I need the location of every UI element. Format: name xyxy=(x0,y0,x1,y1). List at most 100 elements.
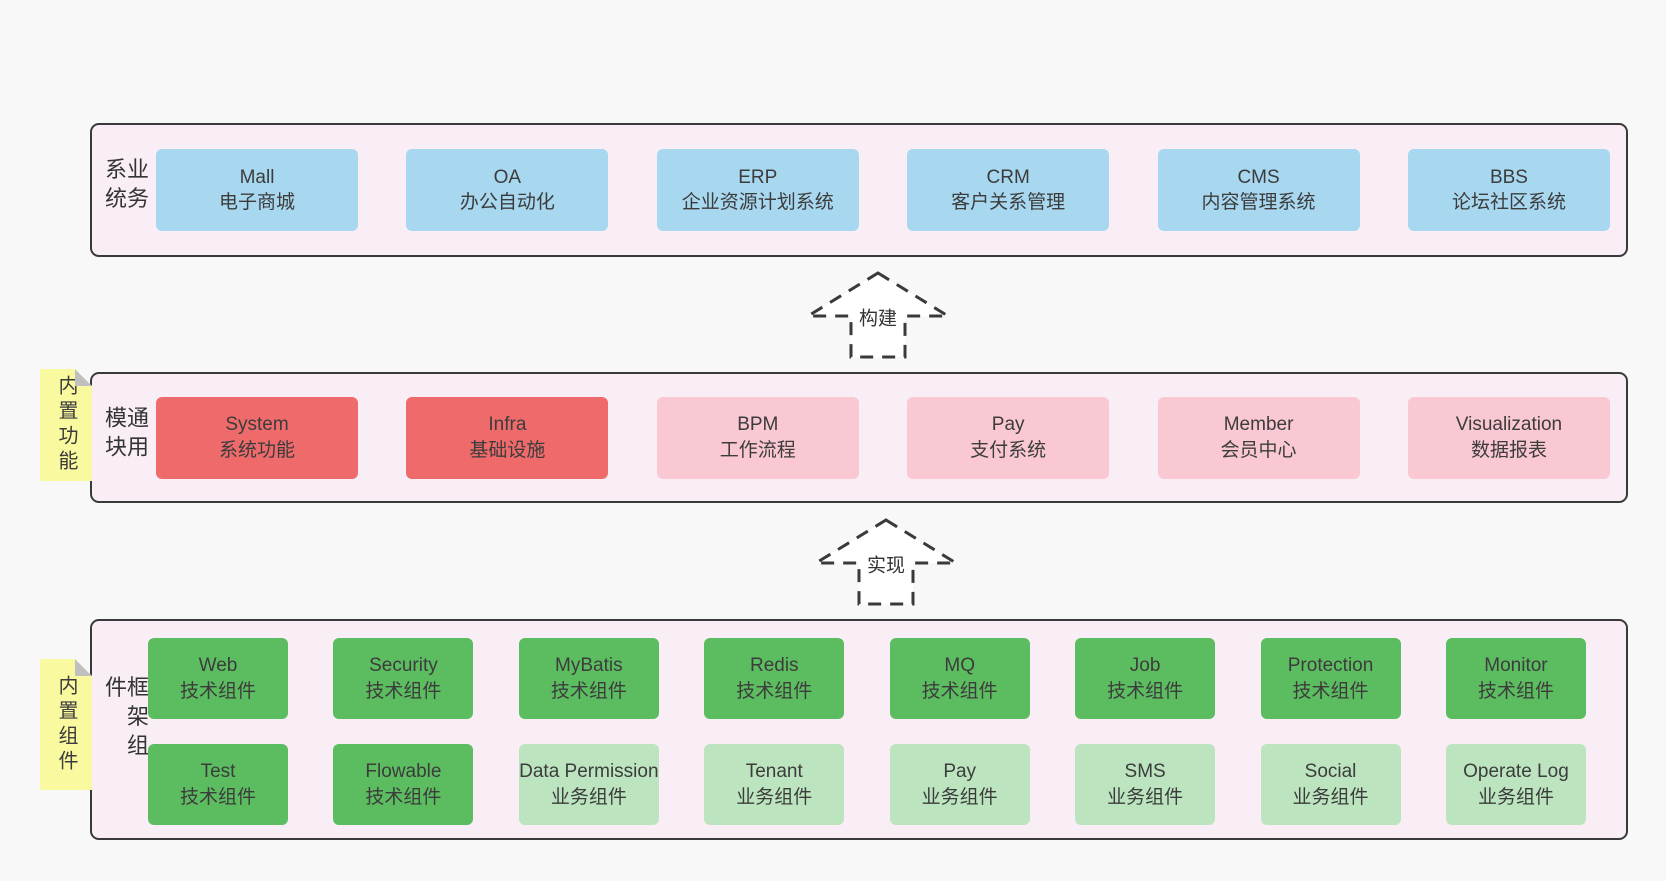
box-bpm: BPM 工作流程 xyxy=(656,396,859,479)
box-protection: Protection 技术组件 xyxy=(1260,638,1401,719)
box-desc: 技术组件 xyxy=(1107,680,1184,702)
box-mall: Mall 电子商城 xyxy=(156,149,358,231)
box-sms: SMS 业务组件 xyxy=(1075,744,1216,825)
box-pay-module: Pay 支付系统 xyxy=(907,396,1110,479)
implement-arrow-icon: 实现 xyxy=(814,518,958,606)
box-name: MyBatis xyxy=(555,655,623,677)
box-name: Redis xyxy=(749,655,799,677)
box-desc: 数据报表 xyxy=(1470,439,1547,461)
box-desc: 办公自动化 xyxy=(459,192,555,213)
box-desc: 工作流程 xyxy=(719,439,796,461)
box-desc: 业务组件 xyxy=(1292,786,1369,808)
box-desc: 内容管理系统 xyxy=(1201,192,1316,213)
box-name: ERP xyxy=(738,166,778,188)
band-label-common-modules: 通用模块 xyxy=(102,405,149,464)
box-desc: 业务组件 xyxy=(736,786,813,808)
business-systems-row: Mall 电子商城 OA 办公自动化 ERP 企业资源计划系统 CRM 客户关系… xyxy=(156,149,1610,231)
box-desc: 技术组件 xyxy=(550,680,627,702)
box-desc: 会员中心 xyxy=(1220,439,1297,461)
box-desc: 论坛社区系统 xyxy=(1451,192,1566,213)
band-business-systems: 业务系统 Mall 电子商城 OA 办公自动化 ERP 企业资源计划系统 CRM… xyxy=(90,123,1628,257)
box-data-permission: Data Permission 业务组件 xyxy=(518,744,659,825)
box-name: Test xyxy=(200,761,236,783)
box-infra: Infra 基础设施 xyxy=(406,396,609,479)
box-name: Job xyxy=(1129,655,1161,677)
box-name: Monitor xyxy=(1484,655,1548,677)
box-desc: 技术组件 xyxy=(736,680,813,702)
box-name: BBS xyxy=(1489,166,1528,188)
band-framework-components: 内置组件 框架组件 Web 技术组件 Security 技术组件 MyBatis… xyxy=(90,619,1628,840)
box-pay-component: Pay 业务组件 xyxy=(889,744,1030,825)
band-common-modules: 内置功能 通用模块 System 系统功能 Infra 基础设施 BPM 工作流… xyxy=(90,372,1628,503)
box-desc: 基础设施 xyxy=(469,439,546,461)
box-name: Member xyxy=(1223,414,1294,436)
box-desc: 技术组件 xyxy=(365,680,442,702)
box-mybatis: MyBatis 技术组件 xyxy=(518,638,659,719)
box-name: Operate Log xyxy=(1463,761,1569,783)
box-member: Member 会员中心 xyxy=(1157,396,1360,479)
box-oa: OA 办公自动化 xyxy=(406,149,609,231)
box-system: System 系统功能 xyxy=(156,396,358,479)
box-crm: CRM 客户关系管理 xyxy=(907,149,1110,231)
sticky-fold-corner-icon xyxy=(75,659,92,676)
box-desc: 技术组件 xyxy=(1477,680,1554,702)
box-name: OA xyxy=(493,166,522,188)
sticky-label: 内置功能 xyxy=(55,375,77,475)
box-name: Pay xyxy=(991,414,1025,436)
box-mq: MQ 技术组件 xyxy=(889,638,1030,719)
box-social: Social 业务组件 xyxy=(1260,744,1401,825)
band-label-business-systems: 业务系统 xyxy=(102,157,149,216)
box-desc: 业务组件 xyxy=(550,786,627,808)
sticky-label: 内置组件 xyxy=(55,674,77,775)
box-tenant: Tenant 业务组件 xyxy=(704,744,845,825)
box-test: Test 技术组件 xyxy=(148,744,288,825)
box-name: Infra xyxy=(488,414,527,436)
box-name: Data Permission xyxy=(519,761,659,783)
box-name: Social xyxy=(1304,761,1357,783)
box-visualization: Visualization 数据报表 xyxy=(1407,396,1610,479)
box-web: Web 技术组件 xyxy=(148,638,288,719)
box-name: Security xyxy=(369,655,438,677)
box-desc: 技术组件 xyxy=(921,680,998,702)
box-desc: 客户关系管理 xyxy=(951,192,1066,213)
box-desc: 技术组件 xyxy=(179,786,256,808)
box-flowable: Flowable 技术组件 xyxy=(333,744,474,825)
box-desc: 业务组件 xyxy=(1477,786,1554,808)
box-desc: 技术组件 xyxy=(179,680,256,702)
box-desc: 技术组件 xyxy=(365,786,442,808)
box-monitor: Monitor 技术组件 xyxy=(1445,638,1586,719)
box-erp: ERP 企业资源计划系统 xyxy=(656,149,859,231)
box-bbs: BBS 论坛社区系统 xyxy=(1407,149,1610,231)
sticky-built-in-components: 内置组件 xyxy=(40,659,92,790)
box-redis: Redis 技术组件 xyxy=(704,638,845,719)
box-name: MQ xyxy=(944,655,975,677)
common-modules-row: System 系统功能 Infra 基础设施 BPM 工作流程 Pay 支付系统… xyxy=(156,396,1610,479)
box-name: Web xyxy=(198,655,238,677)
box-operate-log: Operate Log 业务组件 xyxy=(1445,744,1586,825)
box-name: SMS xyxy=(1124,761,1166,783)
box-name: Flowable xyxy=(365,761,442,783)
box-name: Protection xyxy=(1287,655,1374,677)
box-security: Security 技术组件 xyxy=(333,638,474,719)
box-desc: 支付系统 xyxy=(970,439,1047,461)
sticky-built-in-features: 内置功能 xyxy=(40,369,92,481)
box-name: Tenant xyxy=(745,761,803,783)
box-name: CRM xyxy=(986,166,1030,188)
box-desc: 企业资源计划系统 xyxy=(681,192,834,213)
box-desc: 业务组件 xyxy=(1107,786,1184,808)
sticky-fold-corner-icon xyxy=(75,369,92,386)
framework-row-2: Test 技术组件 Flowable 技术组件 Data Permission … xyxy=(148,744,1586,825)
implement-arrow-label: 实现 xyxy=(863,549,909,579)
build-arrow-icon: 构建 xyxy=(806,271,950,359)
box-cms: CMS 内容管理系统 xyxy=(1157,149,1360,231)
band-label-framework-components: 框架组件 xyxy=(102,675,149,763)
box-name: Mall xyxy=(239,166,275,188)
build-arrow-label: 构建 xyxy=(855,302,901,332)
box-desc: 电子商城 xyxy=(218,192,295,213)
box-job: Job 技术组件 xyxy=(1075,638,1216,719)
box-name: Pay xyxy=(943,761,977,783)
box-name: CMS xyxy=(1237,166,1280,188)
box-desc: 技术组件 xyxy=(1292,680,1369,702)
box-name: Visualization xyxy=(1455,414,1563,436)
